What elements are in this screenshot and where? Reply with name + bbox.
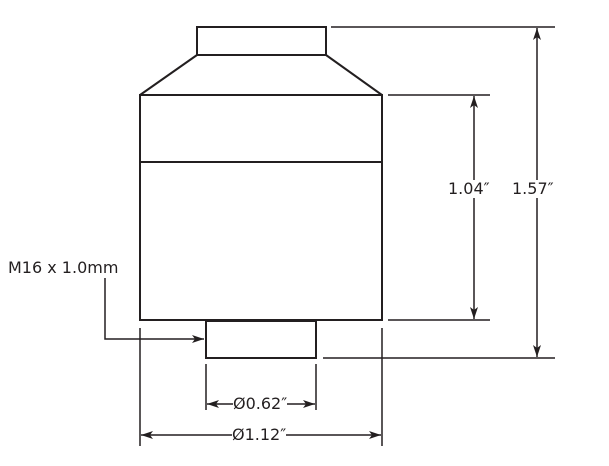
thread-diameter-label: Ø0.62″ bbox=[233, 394, 288, 413]
top-cap bbox=[196, 26, 327, 56]
extension-lines bbox=[139, 26, 555, 446]
total-height-label: 1.57″ bbox=[510, 179, 556, 198]
dimension-arrows bbox=[104, 28, 541, 439]
thread-leader bbox=[104, 278, 204, 343]
body bbox=[139, 94, 383, 321]
body-diameter-label: Ø1.12″ bbox=[232, 425, 287, 444]
chamfer bbox=[139, 54, 383, 96]
thread-stub bbox=[205, 320, 317, 359]
thread-label: M16 x 1.0mm bbox=[8, 258, 119, 277]
body-height-label: 1.04″ bbox=[446, 179, 492, 198]
part-outline bbox=[139, 26, 383, 359]
